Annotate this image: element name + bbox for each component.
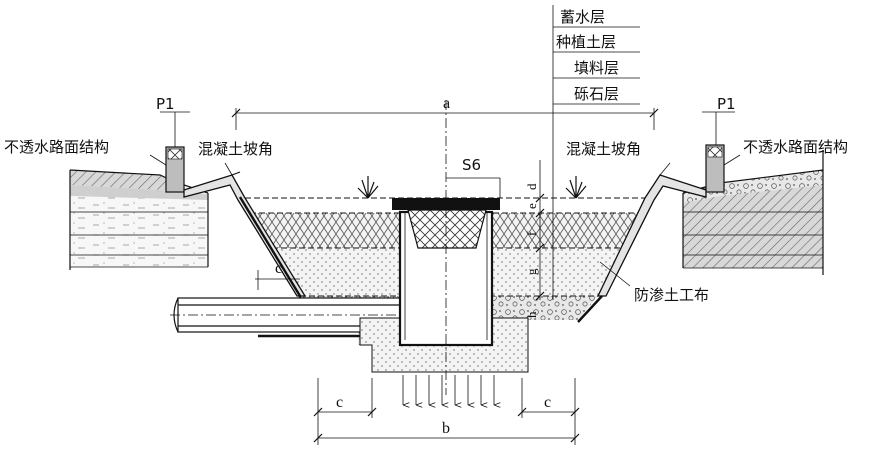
dimension-e-label: e (524, 203, 539, 209)
geotextile-leader (599, 261, 631, 287)
label-concrete-slope-left: 混凝土坡角 (198, 140, 273, 158)
dimension-h-label: h (524, 311, 539, 318)
infiltration-arrows (402, 375, 494, 405)
dimension-b-label: b (442, 420, 450, 437)
label-fill-layer: 填料层 (574, 59, 619, 77)
dimension-c-left-label: c (336, 394, 343, 411)
dimension-a-label: a (443, 95, 450, 112)
label-planting-soil-layer: 种植土层 (556, 33, 616, 51)
label-overflow-inlet: S6 (462, 156, 481, 174)
slope-leader-right (659, 162, 671, 176)
plant-right (565, 176, 587, 199)
drain-pipe (170, 297, 410, 338)
right-curb-p1 (702, 111, 735, 193)
pavement-leader-right (723, 154, 741, 166)
right-pavement (682, 150, 824, 275)
overflow-well (359, 100, 529, 395)
dimension-c-slope-label: c (275, 260, 282, 277)
dimension-c-slope (255, 270, 300, 290)
left-curb-p1 (160, 111, 190, 193)
label-water-storage-layer: 蓄水层 (560, 8, 605, 26)
plant-left (357, 176, 379, 199)
dimension-c-right (517, 378, 580, 418)
dimension-f-label: f (524, 231, 539, 236)
label-impermeable-pavement-right: 不透水路面结构 (743, 138, 848, 156)
label-geotextile: 防渗土工布 (634, 286, 709, 304)
label-gravel-layer: 砾石层 (574, 85, 619, 103)
pavement-leader-left (149, 154, 167, 166)
label-impermeable-pavement-left: 不透水路面结构 (4, 138, 109, 156)
right-concrete-slope (596, 174, 707, 297)
label-curb-left: P1 (156, 95, 175, 113)
dimension-a (231, 108, 659, 130)
label-concrete-slope-right: 混凝土坡角 (566, 140, 641, 158)
dimension-c-right-label: c (544, 394, 551, 411)
layer-callout-lines (535, 5, 640, 301)
label-curb-right: P1 (717, 95, 736, 113)
left-pavement (69, 169, 209, 270)
dimension-c-left (313, 378, 377, 418)
slope-leader-left (224, 162, 233, 176)
dimension-g-label: g (524, 268, 539, 275)
dimension-d-label: d (524, 183, 539, 190)
